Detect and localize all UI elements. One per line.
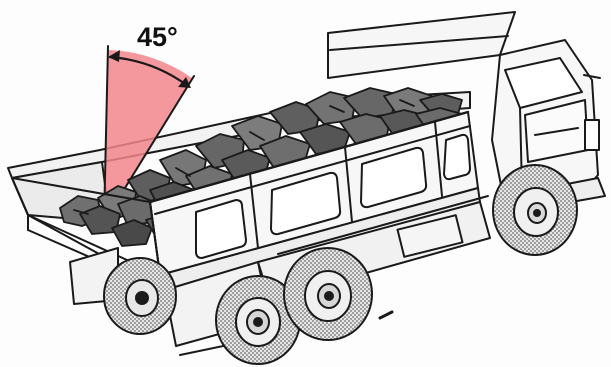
angle-label: 45° — [137, 24, 178, 51]
rear-left-wheel — [104, 258, 176, 334]
rear-wheel-2 — [284, 248, 372, 340]
front-wheel — [493, 165, 577, 255]
